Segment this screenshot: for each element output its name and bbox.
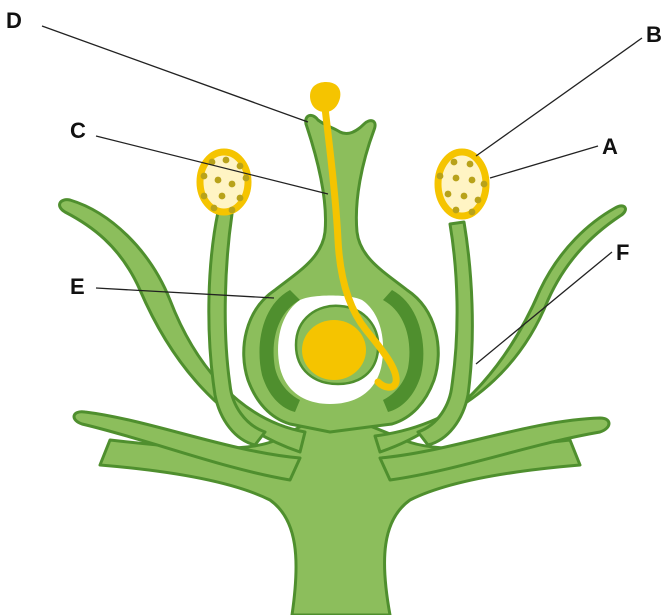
label-a: A	[602, 134, 618, 159]
anther-right	[437, 152, 488, 216]
anther-left	[200, 152, 249, 213]
leader-line-a	[490, 146, 598, 178]
label-b: B	[646, 22, 662, 47]
label-c: C	[70, 118, 86, 143]
ovule-egg	[302, 320, 366, 380]
leader-line-f	[476, 252, 612, 364]
pollen-grain-on-stigma	[310, 82, 340, 112]
label-e: E	[70, 274, 85, 299]
label-d: D	[6, 8, 22, 33]
label-f: F	[616, 240, 629, 265]
leader-line-d	[42, 26, 308, 122]
leader-line-e	[96, 288, 274, 298]
